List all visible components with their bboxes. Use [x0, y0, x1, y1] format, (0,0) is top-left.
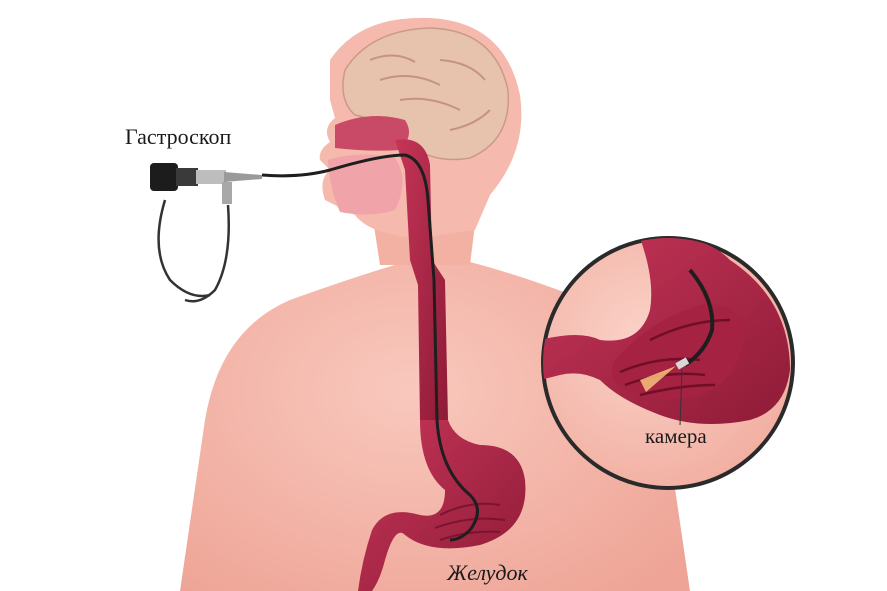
oral-cavity: [328, 154, 403, 214]
camera-label: камера: [645, 424, 707, 449]
stomach-label: Желудок: [447, 560, 528, 586]
gastroscope-device: [150, 163, 262, 301]
gastroscope-label: Гастроскоп: [125, 124, 231, 150]
camera-inset: [540, 236, 795, 490]
